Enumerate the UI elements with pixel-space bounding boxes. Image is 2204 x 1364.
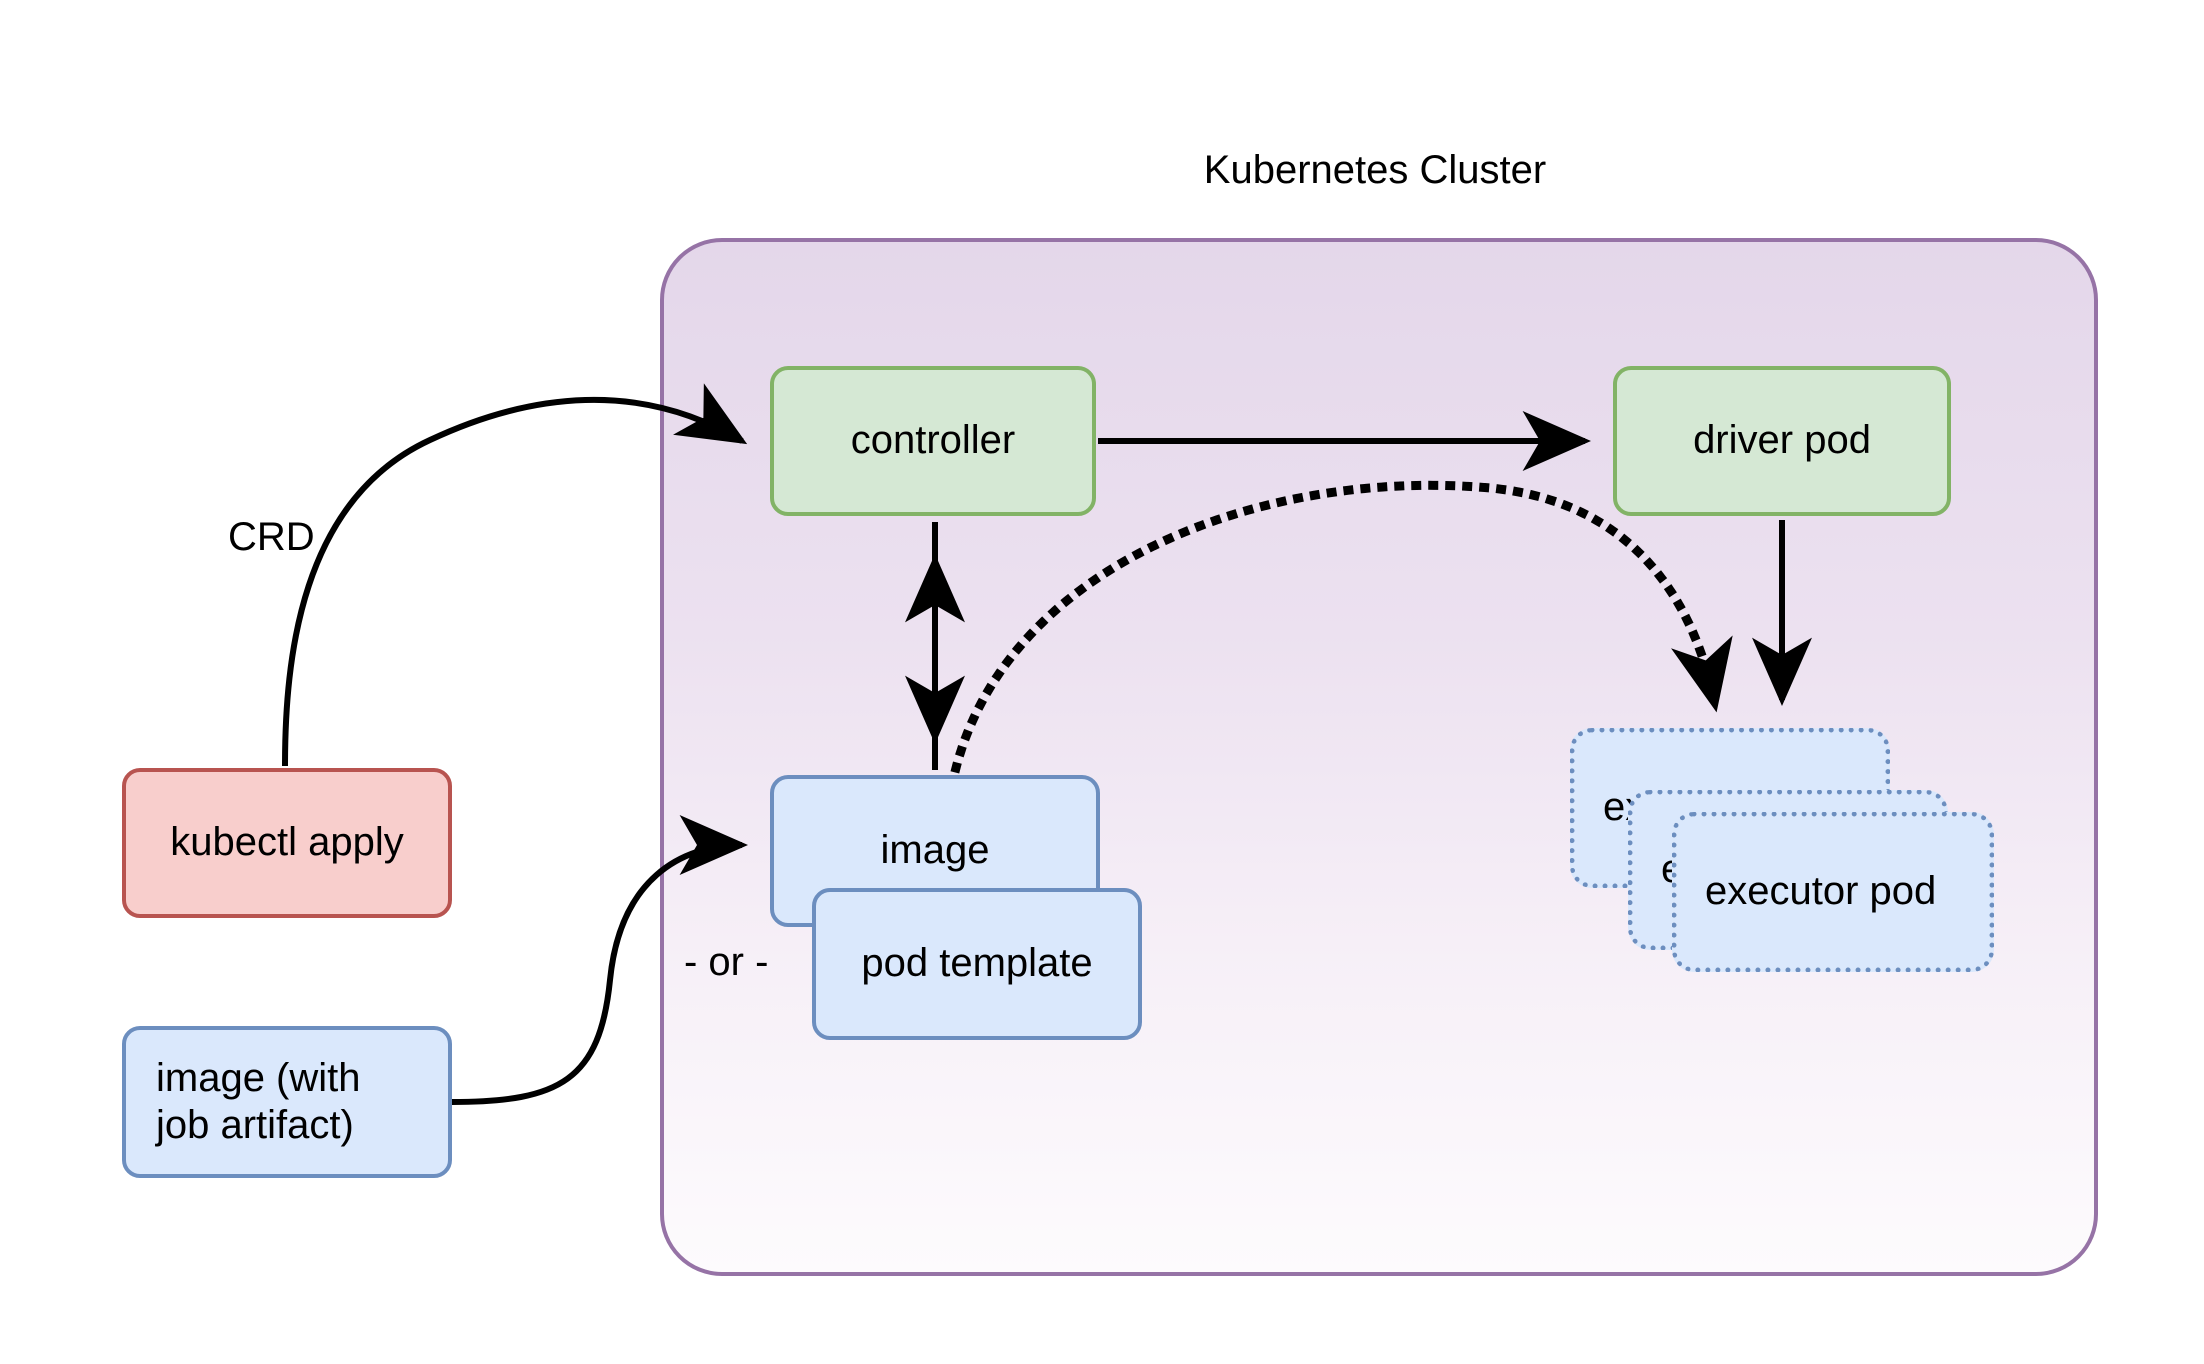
edge-label-or: - or - bbox=[684, 940, 769, 984]
cluster-title: Kubernetes Cluster bbox=[1203, 148, 1547, 192]
node-pod-template[interactable]: pod template bbox=[812, 888, 1142, 1040]
node-driver-pod[interactable]: driver pod bbox=[1613, 366, 1951, 516]
node-executor-pod-front[interactable]: executor pod bbox=[1672, 812, 1994, 972]
node-kubectl-apply[interactable]: kubectl apply bbox=[122, 768, 452, 918]
node-image-with-job-artifact[interactable]: image (with job artifact) bbox=[122, 1026, 452, 1178]
node-image-job-line1: image (with bbox=[156, 1055, 361, 1100]
edge-label-crd: CRD bbox=[228, 515, 315, 559]
node-image-job-line2: job artifact) bbox=[156, 1103, 354, 1147]
node-controller[interactable]: controller bbox=[770, 366, 1096, 516]
